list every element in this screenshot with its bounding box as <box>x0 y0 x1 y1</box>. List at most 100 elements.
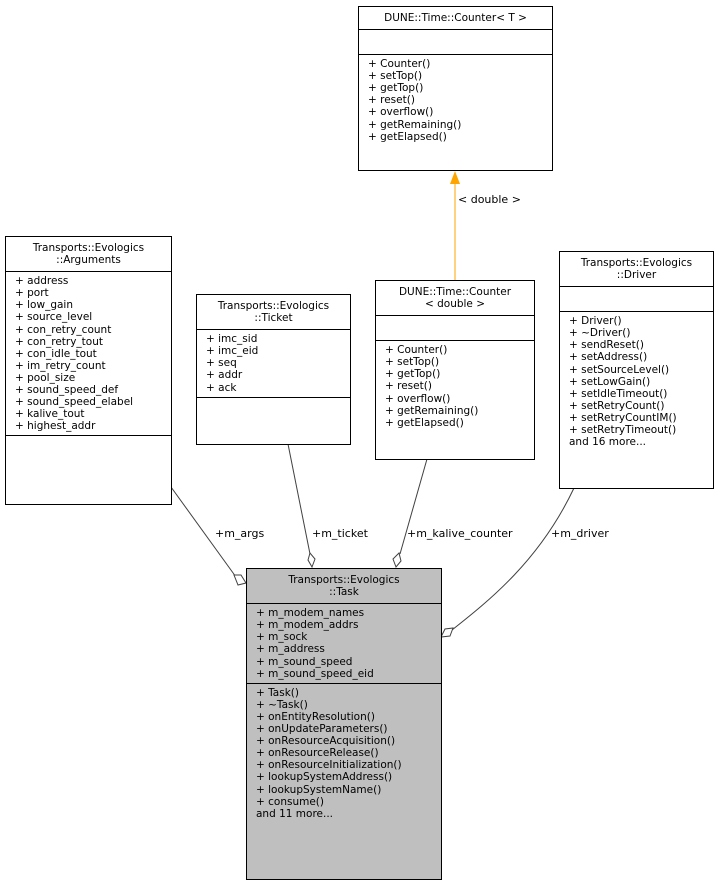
class-title-line: DUNE::Time::Counter< T > <box>384 12 527 24</box>
class-title-line: ::Task <box>329 586 359 599</box>
method-item: and 16 more... <box>569 436 647 449</box>
method-item: + overflow() <box>385 392 451 405</box>
attribute-item: + source_level <box>15 311 93 324</box>
attribute-item: + imc_sid <box>206 333 258 346</box>
class-title: Transports::Evologics::Arguments <box>6 237 171 271</box>
method-item: + getElapsed() <box>385 416 464 429</box>
method-item: + ~Driver() <box>569 327 631 340</box>
m-args-label: +m_args <box>215 527 265 540</box>
method-item: + consume() <box>256 795 324 808</box>
diamond-m-driver <box>440 627 454 638</box>
class-title-line: DUNE::Time::Counter <box>398 286 512 298</box>
edge-m-args <box>170 486 237 578</box>
method-item: + reset() <box>368 94 415 107</box>
method-item: + onResourceAcquisition() <box>256 735 396 748</box>
method-item: + reset() <box>385 380 432 393</box>
attributes-section: + address+ port+ low_gain+ source_level+… <box>6 271 171 435</box>
methods-section: + Counter()+ setTop()+ getTop()+ reset()… <box>376 340 534 432</box>
class-title-line: ::Ticket <box>254 312 293 325</box>
class-title-line: < double > <box>424 298 486 311</box>
method-item: + getTop() <box>385 368 441 381</box>
method-item: + sendReset() <box>569 339 644 352</box>
attribute-item: + sound_speed_def <box>15 384 119 397</box>
method-item: + overflow() <box>368 106 434 119</box>
m-ticket-label: +m_ticket <box>312 527 368 540</box>
class-title-line: ::Arguments <box>56 254 121 267</box>
class-title: Transports::Evologics::Task <box>247 569 441 603</box>
attribute-item: + ack <box>206 381 237 394</box>
attribute-item: + con_retry_count <box>15 323 112 336</box>
method-item: + getElapsed() <box>368 130 447 143</box>
attribute-item: + address <box>15 275 69 288</box>
attribute-item: + m_sock <box>256 631 308 644</box>
method-item: + setAddress() <box>569 351 648 364</box>
attribute-item: + seq <box>206 357 237 370</box>
class-counter-double[interactable]: DUNE::Time::Counter< double >+ Counter()… <box>375 280 535 460</box>
class-title-line: ::Driver <box>616 269 657 282</box>
attributes-section <box>560 286 713 311</box>
attributes-section <box>359 29 552 54</box>
template-arrowhead <box>450 171 460 184</box>
attribute-item: + m_modem_addrs <box>256 619 359 632</box>
edge-m-ticket <box>287 443 311 555</box>
methods-section: + Task()+ ~Task()+ onEntityResolution() +… <box>247 682 441 823</box>
edge-m-kalive-counter <box>399 458 428 555</box>
method-item: + setTop() <box>385 356 440 369</box>
method-item: + lookupSystemName() <box>256 783 382 796</box>
method-item: and 11 more... <box>256 807 334 820</box>
attribute-item: + m_sound_speed <box>256 655 353 668</box>
attribute-item: + m_address <box>256 643 325 656</box>
m-driver-label: +m_driver <box>551 527 609 540</box>
class-counter-template[interactable]: DUNE::Time::Counter< T >+ Counter()+ set… <box>358 6 553 171</box>
class-title-line: Transports::Evologics <box>217 300 330 312</box>
attribute-item: + kalive_tout <box>15 408 85 421</box>
class-driver[interactable]: Transports::Evologics::Driver+ Driver()+… <box>559 251 714 489</box>
method-item: + Counter() <box>385 344 448 357</box>
edge-m-driver <box>451 487 575 631</box>
attribute-item: + highest_addr <box>15 420 96 433</box>
method-item: + setRetryCount() <box>569 399 665 412</box>
methods-section <box>6 435 171 460</box>
class-title-line: Transports::Evologics <box>32 242 145 254</box>
attribute-item: + addr <box>206 369 243 382</box>
attributes-section <box>376 315 534 340</box>
method-item: + ~Task() <box>256 698 308 711</box>
template-label: < double > <box>458 193 521 206</box>
class-title: DUNE::Time::Counter< T > <box>359 7 552 29</box>
attribute-item: + low_gain <box>15 299 73 312</box>
method-item: + Counter() <box>368 58 431 71</box>
attribute-item: + port <box>15 287 49 300</box>
method-item: + lookupSystemAddress() <box>256 771 393 784</box>
attributes-section: + m_modem_names+ m_modem_addrs+ m_sock+ … <box>247 603 441 683</box>
class-task[interactable]: Transports::Evologics::Task+ m_modem_nam… <box>246 568 442 880</box>
method-item: + getTop() <box>368 82 424 95</box>
methods-section: + Counter()+ setTop()+ getTop()+ reset()… <box>359 54 552 146</box>
methods-section: + Driver()+ ~Driver()+ sendReset()+ setA… <box>560 311 713 451</box>
attribute-item: + m_sound_speed_eid <box>256 667 374 680</box>
method-item: + setLowGain() <box>569 375 651 388</box>
methods-section <box>197 396 350 422</box>
method-item: + setIdleTimeout() <box>569 387 668 400</box>
diamond-m-kalive-counter <box>392 552 402 568</box>
method-item: + setSourceLevel() <box>569 363 670 376</box>
method-item: + getRemaining() <box>385 404 479 417</box>
diamond-m-args <box>233 574 247 586</box>
attribute-item: + con_retry_tout <box>15 335 103 348</box>
method-item: + onResourceRelease() <box>256 747 379 760</box>
method-item: + Task() <box>256 686 299 699</box>
method-item: + setRetryTimeout() <box>569 424 677 437</box>
class-title: DUNE::Time::Counter< double > <box>376 281 534 315</box>
class-arguments[interactable]: Transports::Evologics::Arguments+ addres… <box>5 236 172 505</box>
class-title-line: Transports::Evologics <box>580 257 693 269</box>
method-item: + setTop() <box>368 70 423 83</box>
class-title: Transports::Evologics::Driver <box>560 252 713 286</box>
method-item: + onEntityResolution() <box>256 710 375 723</box>
m-kalive-counter-label: +m_kalive_counter <box>407 527 513 540</box>
method-item: + getRemaining() <box>368 118 462 131</box>
attribute-item: + im_retry_count <box>15 359 106 372</box>
class-ticket[interactable]: Transports::Evologics::Ticket+ imc_sid+ … <box>196 294 351 445</box>
diamond-m-ticket <box>307 551 316 569</box>
method-item: + onResourceInitialization() <box>256 759 402 772</box>
method-item: + setRetryCountIM() <box>569 411 677 424</box>
